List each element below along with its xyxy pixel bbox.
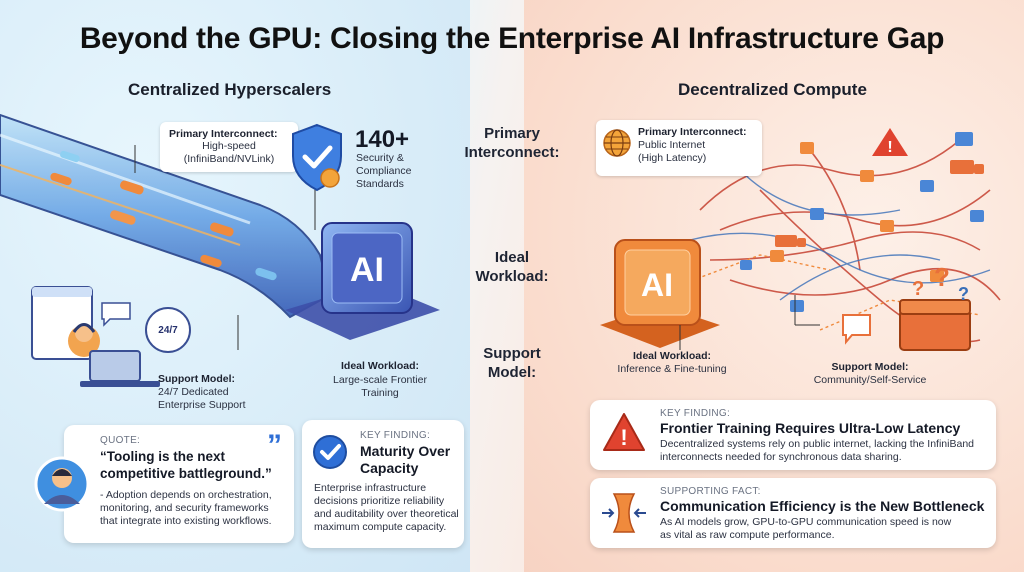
stat-line-2: Compliance — [356, 165, 412, 177]
stat-value: 140+ — [355, 126, 410, 153]
maturity-body-2: decisions prioritize reliability — [314, 495, 445, 507]
right-support-line-1: Community/Self-Service — [813, 374, 927, 386]
left-interconnect-value-2: (InfiniBand/NVLink) — [183, 153, 275, 165]
left-workload-line-2: Training — [361, 387, 399, 399]
left-chip-text: AI — [350, 251, 384, 289]
mid-support-2: Model: — [487, 364, 537, 381]
mid-interconnect-2: Interconnect: — [464, 144, 560, 161]
svg-text:?: ? — [934, 262, 950, 292]
fact-body-2: as vital as raw compute performance. — [660, 529, 835, 541]
latency-title: Frontier Training Requires Ultra-Low Lat… — [660, 420, 961, 436]
right-interconnect-value-2: (High Latency) — [638, 152, 707, 164]
stat-line-1: Security & — [356, 152, 404, 164]
right-workload-label: Ideal Workload: — [633, 350, 711, 362]
mid-interconnect-1: Primary — [484, 125, 540, 142]
support-agent-illustration — [31, 286, 191, 387]
network-illustration: ! AI ? ? ? — [600, 128, 1001, 351]
svg-text:?: ? — [912, 278, 924, 300]
left-interconnect-value-1: High-speed — [202, 140, 256, 152]
quote-body-1: - Adoption depends on orchestration, — [100, 489, 272, 501]
globe-icon — [603, 129, 631, 157]
shield-icon — [292, 123, 342, 192]
maturity-title-1: Maturity Over — [360, 443, 451, 459]
support-badge-text: 24/7 — [158, 325, 178, 336]
warning-icon: ! — [603, 413, 645, 451]
quote-card: QUOTE: ” “Tooling is the next competitiv… — [64, 425, 294, 543]
left-workload-label: Ideal Workload: — [341, 360, 419, 372]
svg-text:!: ! — [620, 425, 627, 450]
pipeline-illustration: AI — [0, 113, 440, 350]
right-workload-line-1: Inference & Fine-tuning — [617, 363, 727, 375]
check-circle-icon — [313, 435, 347, 469]
svg-text:!: ! — [887, 139, 892, 156]
right-heading: Decentralized Compute — [678, 80, 867, 99]
truck-icon — [775, 235, 806, 247]
left-support-line-1: 24/7 Dedicated — [158, 386, 229, 398]
bottleneck-icon — [602, 493, 646, 533]
maturity-body-3: and auditability over theoretical — [314, 508, 459, 520]
maturity-card: KEY FINDING: Maturity Over Capacity Ente… — [302, 420, 464, 548]
mid-workload-2: Workload: — [475, 268, 549, 285]
mid-support-label: Support Model: — [457, 344, 567, 382]
left-interconnect-label: Primary Interconnect: — [169, 128, 278, 140]
mid-support-1: Support — [483, 345, 541, 362]
left-support-line-2: Enterprise Support — [158, 399, 246, 411]
quote-tag: QUOTE: — [100, 435, 141, 446]
latency-tag: KEY FINDING: — [660, 408, 731, 419]
right-background — [524, 0, 1024, 572]
mid-workload-1: Ideal — [494, 249, 530, 266]
fact-tag: SUPPORTING FACT: — [660, 486, 761, 497]
left-heading: Centralized Hyperscalers — [128, 80, 332, 99]
avatar — [34, 456, 90, 512]
mid-interconnect-label: Primary Interconnect: — [457, 124, 567, 162]
communication-fact-card: SUPPORTING FACT: Communication Efficienc… — [590, 478, 996, 548]
left-interconnect-callout: Primary Interconnect: High-speed (Infini… — [160, 122, 298, 172]
truck-icon — [950, 160, 984, 174]
right-interconnect-value-1: Public Internet — [638, 139, 706, 151]
right-support-label: Support Model: — [831, 361, 909, 373]
maturity-body-1: Enterprise infrastructure — [314, 482, 427, 494]
maturity-title-2: Capacity — [360, 460, 419, 476]
quote-line-2: competitive battleground.” — [100, 466, 272, 481]
mid-workload-label: Ideal Workload: — [457, 248, 567, 286]
latency-body-2: interconnects needed for synchronous dat… — [660, 451, 902, 463]
right-chip-text: AI — [641, 267, 673, 303]
stat-line-3: Standards — [356, 178, 404, 190]
left-support-label: Support Model: — [158, 373, 235, 385]
quote-mark-icon: ” — [267, 429, 282, 462]
page-title: Beyond the GPU: Closing the Enterprise A… — [79, 22, 945, 55]
right-interconnect-label: Primary Interconnect: — [638, 126, 747, 138]
quote-body-2: monitoring, and security frameworks — [100, 502, 269, 514]
fact-title: Communication Efficiency is the New Bott… — [660, 498, 985, 514]
left-workload-line-1: Large-scale Frontier — [333, 374, 427, 386]
maturity-tag: KEY FINDING: — [360, 430, 431, 441]
quote-line-1: “Tooling is the next — [100, 449, 226, 464]
quote-body-3: that integrate into existing workflows. — [100, 515, 272, 527]
maturity-body-4: maximum compute capacity. — [314, 521, 447, 533]
right-interconnect-callout: Primary Interconnect: Public Internet (H… — [596, 120, 762, 176]
svg-text:?: ? — [958, 284, 969, 304]
latency-body-1: Decentralized systems rely on public int… — [660, 438, 974, 450]
fact-body-1: As AI models grow, GPU-to-GPU communicat… — [660, 516, 952, 528]
latency-finding-card: ! KEY FINDING: Frontier Training Require… — [590, 400, 996, 470]
